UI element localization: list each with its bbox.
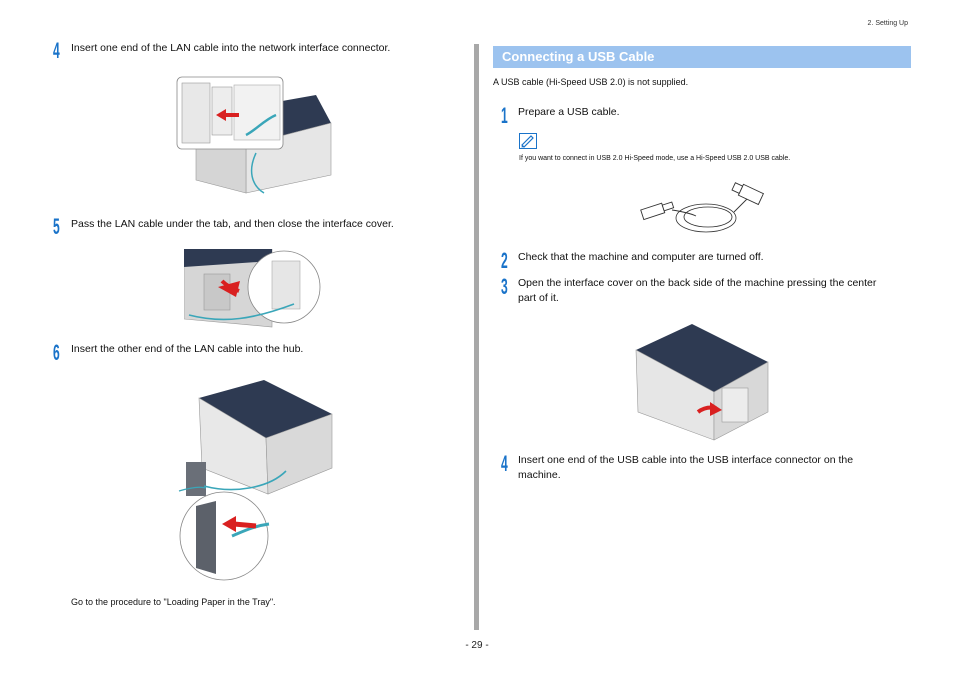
usb-note-text: If you want to connect in USB 2.0 Hi-Spe… xyxy=(519,155,791,162)
column-divider xyxy=(474,44,479,630)
step-6-text: Insert the other end of the LAN cable in… xyxy=(71,343,304,355)
usb-step-number-4: 4 xyxy=(501,451,508,476)
step-number-4: 4 xyxy=(53,38,60,63)
close-cover-illustration xyxy=(184,249,324,329)
hub-connection-illustration xyxy=(174,376,339,581)
usb-cable-illustration xyxy=(640,182,765,240)
usb-step-number-3: 3 xyxy=(501,274,508,299)
usb-step-4-text-line2: machine. xyxy=(518,469,561,481)
usb-step-1-text: Prepare a USB cable. xyxy=(518,106,620,118)
lan-connector-illustration xyxy=(176,75,336,195)
step-number-5: 5 xyxy=(53,214,60,239)
usb-step-2-text: Check that the machine and computer are … xyxy=(518,251,764,263)
usb-step-number-1: 1 xyxy=(501,103,508,128)
section-heading: Connecting a USB Cable xyxy=(493,46,911,68)
usb-step-4-text-line1: Insert one end of the USB cable into the… xyxy=(518,454,854,466)
usb-intro-text: A USB cable (Hi-Speed USB 2.0) is not su… xyxy=(493,77,689,87)
step-number-6: 6 xyxy=(53,340,60,365)
step-5-text: Pass the LAN cable under the tab, and th… xyxy=(71,218,394,230)
page-number: - 29 - xyxy=(465,640,489,651)
usb-step-number-2: 2 xyxy=(501,248,508,273)
step-4-text: Insert one end of the LAN cable into the… xyxy=(71,42,391,54)
open-cover-illustration xyxy=(634,322,770,442)
running-header: 2. Setting Up xyxy=(867,20,908,27)
usb-step-3-text-line2: part of it. xyxy=(518,292,559,304)
memo-pen-icon xyxy=(519,133,537,149)
closing-instruction: Go to the procedure to "Loading Paper in… xyxy=(71,597,276,607)
usb-step-3-text-line1: Open the interface cover on the back sid… xyxy=(518,277,877,289)
